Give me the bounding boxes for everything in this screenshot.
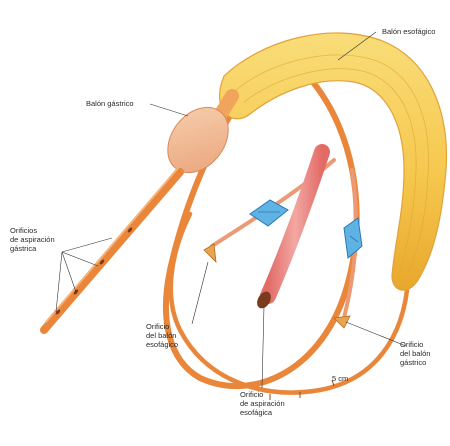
valve-icon xyxy=(344,218,362,258)
label-scale: 5 cm xyxy=(332,374,348,383)
label-gastric-balloon: Balón gástrico xyxy=(86,99,134,108)
label-gastric-balloon-port: Orificio del balón gástrico xyxy=(400,340,430,367)
gastric-balloon-inlet xyxy=(334,316,350,328)
label-esophageal-balloon-port: Orificio del balón esofágico xyxy=(146,322,178,349)
aspiration-tube-esophageal xyxy=(268,152,322,296)
tube-distal xyxy=(44,172,180,330)
label-gastric-aspiration-holes: Orificios de aspiración gástrica xyxy=(10,226,55,253)
tube-distal-highlight xyxy=(46,168,178,322)
esophageal-balloon-inlet xyxy=(204,244,216,262)
label-esophageal-balloon: Balón esofágico xyxy=(382,27,435,36)
label-esophageal-aspiration-port: Orificio de aspiración esofágica xyxy=(240,390,285,417)
valve-icon xyxy=(250,200,288,226)
